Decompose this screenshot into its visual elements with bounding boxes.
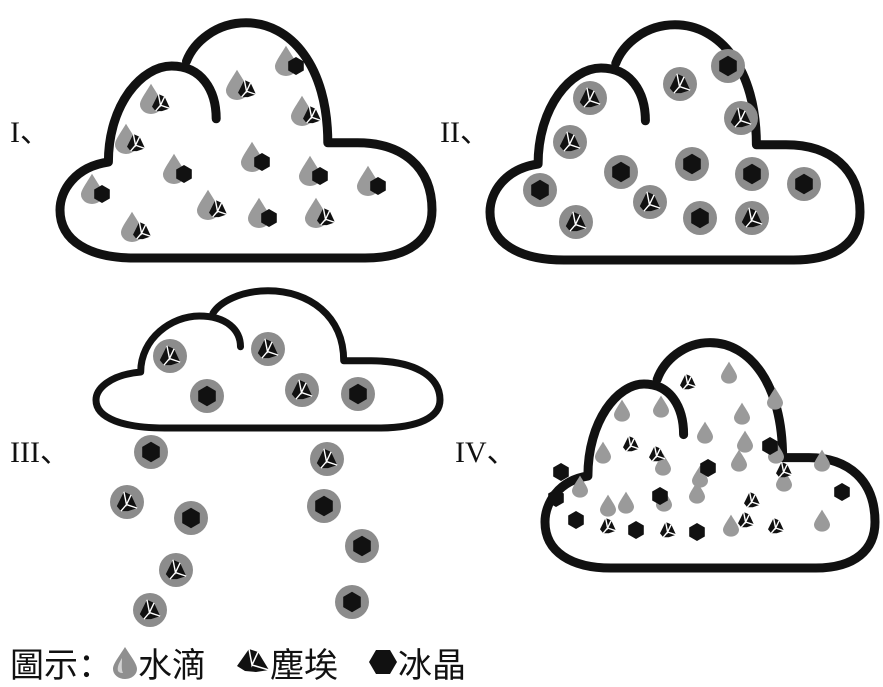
ice-crystal-icon xyxy=(368,647,398,677)
haloed-dust-crystal xyxy=(110,485,144,519)
haloed-ice-crystal xyxy=(523,173,557,207)
haloed-ice-crystal xyxy=(134,435,168,469)
legend-label-water: 水滴 xyxy=(138,638,206,687)
droplet-ice-particle xyxy=(241,142,270,172)
panel-label-ii: II、 xyxy=(440,118,490,148)
haloed-ice-crystal xyxy=(787,167,821,201)
haloed-dust-crystal xyxy=(285,373,319,407)
haloed-dust-crystal xyxy=(251,332,285,366)
haloed-ice-crystal xyxy=(675,147,709,181)
panel-label-i: I、 xyxy=(10,118,50,148)
legend: 圖示： 水滴 塵埃 冰晶 xyxy=(10,642,466,682)
haloed-dust-crystal xyxy=(159,553,193,587)
haloed-ice-crystal xyxy=(711,49,745,83)
panel-label-iii: III、 xyxy=(10,438,70,468)
haloed-dust-crystal xyxy=(573,81,607,115)
legend-label-dust: 塵埃 xyxy=(270,638,338,687)
haloed-ice-crystal xyxy=(190,379,224,413)
haloed-dust-crystal xyxy=(153,339,187,373)
dust-particle-icon xyxy=(236,647,270,677)
haloed-dust-crystal xyxy=(133,593,167,627)
water-droplet xyxy=(731,450,747,472)
haloed-ice-crystal xyxy=(174,501,208,535)
water-droplet xyxy=(814,450,830,472)
water-droplet xyxy=(697,422,713,444)
haloed-dust-crystal xyxy=(553,125,587,159)
haloed-dust-crystal xyxy=(559,205,593,239)
haloed-dust-crystal xyxy=(310,442,344,476)
cloud-i xyxy=(60,23,432,258)
haloed-ice-crystal xyxy=(683,201,717,235)
haloed-ice-crystal xyxy=(735,157,769,191)
cloud-ii xyxy=(490,25,860,260)
haloed-dust-crystal xyxy=(663,67,697,101)
panel-label-iv: IV、 xyxy=(455,438,517,468)
haloed-dust-crystal xyxy=(724,101,758,135)
haloed-dust-crystal xyxy=(735,201,769,235)
legend-label-ice: 冰晶 xyxy=(398,638,466,687)
haloed-dust-crystal xyxy=(633,185,667,219)
haloed-ice-crystal xyxy=(307,489,341,523)
haloed-ice-crystal xyxy=(341,377,375,411)
ice-crystal xyxy=(553,463,569,481)
water-droplet-icon xyxy=(112,645,138,679)
haloed-ice-crystal xyxy=(335,585,369,619)
haloed-ice-crystal xyxy=(345,529,379,563)
haloed-ice-crystal xyxy=(604,155,638,189)
legend-prefix: 圖示： xyxy=(10,638,112,687)
